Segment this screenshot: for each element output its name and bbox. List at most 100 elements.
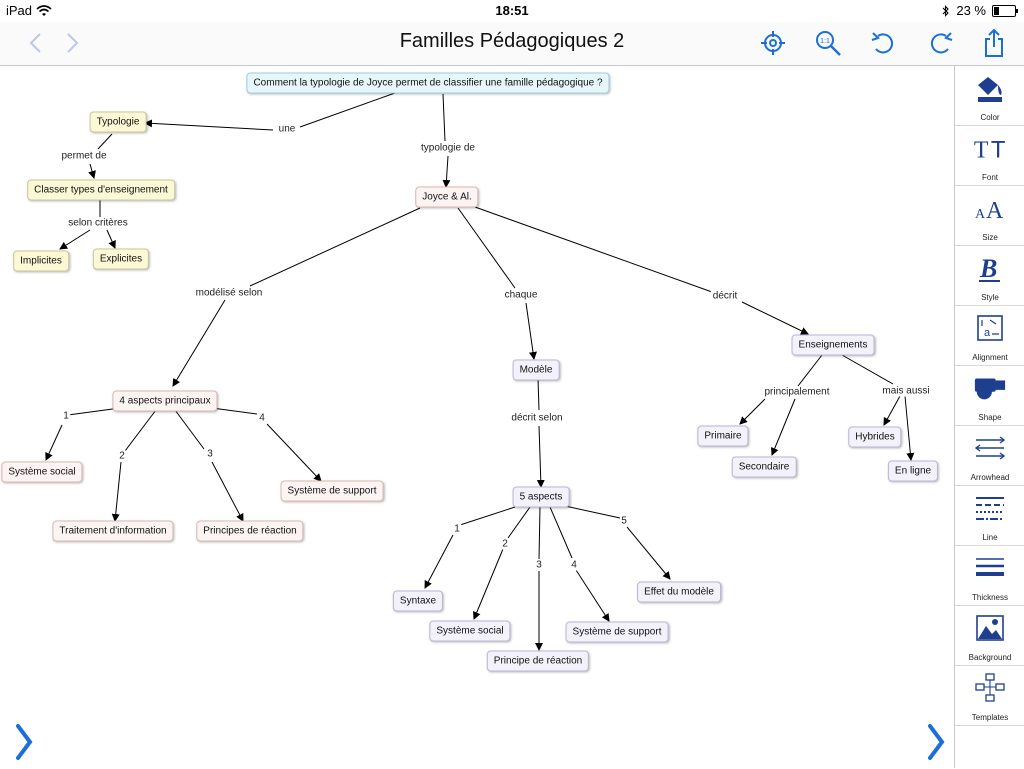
status-left: iPad: [6, 3, 52, 18]
thickness-tool-label: Thickness: [971, 593, 1008, 602]
concept-node-systeme-support[interactable]: Système de support: [280, 480, 384, 502]
style-tool-label: Style: [981, 293, 999, 302]
concept-node-joyce[interactable]: Joyce & Al.: [415, 186, 479, 208]
link-label-number[interactable]: 4: [570, 559, 578, 571]
thickness-tool[interactable]: Thickness: [955, 546, 1024, 606]
svg-text:T: T: [974, 137, 989, 162]
link-label-number[interactable]: 3: [206, 448, 214, 460]
concept-node-systeme-social[interactable]: Système social: [1, 461, 83, 483]
background-image-icon: [973, 612, 1007, 644]
link-label-decrit[interactable]: décrit: [710, 290, 740, 302]
format-sidebar: Color T T Font A A Size B Style: [954, 66, 1024, 768]
size-tool[interactable]: A A Size: [955, 186, 1024, 246]
paint-bucket-icon: [973, 72, 1007, 104]
forward-button[interactable]: [56, 26, 90, 60]
crosshair-icon: [761, 31, 785, 55]
concept-node-systeme-support[interactable]: Système de support: [565, 621, 669, 643]
status-bar: iPad 18:51 23 %: [0, 0, 1024, 22]
alignment-icon: a: [973, 312, 1007, 344]
concept-node-4-aspects[interactable]: 4 aspects principaux: [112, 390, 218, 412]
link-label-number[interactable]: 1: [453, 523, 461, 535]
line-tool[interactable]: Line: [955, 486, 1024, 546]
redo-button[interactable]: [923, 26, 957, 60]
templates-tool-label: Templates: [971, 713, 1009, 722]
device-label: iPad: [6, 3, 33, 18]
svg-text:A: A: [986, 198, 1004, 222]
link-label-mais-aussi[interactable]: mais aussi: [880, 385, 932, 397]
concept-node-secondaire[interactable]: Secondaire: [731, 456, 797, 478]
undo-button[interactable]: [867, 26, 901, 60]
link-label-number[interactable]: 3: [535, 559, 543, 571]
concept-node-en-ligne[interactable]: En ligne: [887, 460, 939, 482]
concept-node-principes[interactable]: Principes de réaction: [196, 520, 304, 542]
chevron-right-icon: [16, 724, 33, 760]
share-button[interactable]: [977, 26, 1011, 60]
concept-node-hybrides[interactable]: Hybrides: [848, 426, 902, 448]
link-label-number[interactable]: 4: [258, 412, 266, 424]
alignment-tool-label: Alignment: [972, 353, 1008, 362]
concept-node-classer[interactable]: Classer types d'enseignement: [27, 179, 175, 201]
templates-tool[interactable]: Templates: [955, 666, 1024, 726]
concept-node-implicites[interactable]: Implicites: [13, 250, 69, 272]
link-label-une[interactable]: une: [276, 123, 298, 135]
undo-icon: [871, 32, 894, 54]
line-style-icon: [973, 492, 1007, 524]
font-tool[interactable]: T T Font: [955, 126, 1024, 186]
thickness-icon: [973, 552, 1007, 584]
shape-tool[interactable]: Shape: [955, 366, 1024, 426]
share-icon: [985, 28, 1003, 57]
concept-node-explicites[interactable]: Explicites: [92, 248, 150, 270]
concept-node-primaire[interactable]: Primaire: [697, 425, 749, 447]
concept-node-modele[interactable]: Modèle: [512, 359, 560, 381]
svg-text:1:1: 1:1: [820, 38, 830, 45]
link-label-number[interactable]: 5: [620, 515, 628, 527]
concept-node-typologie[interactable]: Typologie: [89, 111, 147, 133]
zoom-actual-size-button[interactable]: 1:1: [811, 26, 845, 60]
templates-icon: [973, 672, 1007, 704]
link-label-selon-criteres[interactable]: selon critères: [66, 217, 130, 229]
arrowhead-icon: [973, 432, 1007, 464]
center-map-button[interactable]: [756, 26, 790, 60]
alignment-tool[interactable]: a Alignment: [955, 306, 1024, 366]
arrowhead-tool[interactable]: Arrowhead: [955, 426, 1024, 486]
next-page-arrow[interactable]: [920, 720, 950, 764]
size-tool-label: Size: [982, 233, 998, 242]
concept-node-traitement[interactable]: Traitement d'information: [52, 520, 174, 542]
link-label-permet-de[interactable]: permet de: [59, 150, 109, 162]
link-label-principalement[interactable]: principalement: [762, 386, 832, 398]
link-label-number[interactable]: 1: [62, 410, 70, 422]
link-label-modelise-selon[interactable]: modélisé selon: [193, 287, 265, 299]
font-tool-label: Font: [981, 173, 998, 182]
concept-node-syntaxe[interactable]: Syntaxe: [392, 590, 444, 612]
status-right: 23 %: [942, 3, 1018, 18]
text-size-icon: A A: [973, 192, 1007, 224]
status-time: 18:51: [495, 3, 529, 18]
concept-node-5-aspects[interactable]: 5 aspects: [512, 486, 570, 508]
svg-text:B: B: [979, 254, 997, 283]
concept-node-principe-reaction[interactable]: Principe de réaction: [486, 650, 590, 672]
line-tool-label: Line: [982, 533, 998, 542]
concept-map-canvas[interactable]: une typologie de permet de selon critère…: [0, 66, 953, 768]
font-icon: T T: [973, 132, 1007, 164]
arrowhead-tool-label: Arrowhead: [970, 473, 1010, 482]
background-tool[interactable]: Background: [955, 606, 1024, 666]
style-tool[interactable]: B Style: [955, 246, 1024, 306]
previous-page-arrow[interactable]: [8, 720, 38, 764]
back-button[interactable]: [18, 26, 52, 60]
battery-percent: 23 %: [956, 3, 986, 18]
wifi-icon: [36, 4, 52, 16]
color-tool[interactable]: Color: [955, 66, 1024, 126]
concept-node-systeme-social[interactable]: Système social: [429, 620, 511, 642]
link-label-typologie-de[interactable]: typologie de: [419, 142, 477, 154]
link-label-decrit-selon[interactable]: décrit selon: [509, 412, 565, 424]
concept-node-question[interactable]: Comment la typologie de Joyce permet de …: [246, 72, 610, 94]
link-label-number[interactable]: 2: [118, 450, 126, 462]
bluetooth-icon: [942, 4, 950, 17]
link-label-number[interactable]: 2: [501, 538, 509, 550]
link-label-chaque[interactable]: chaque: [502, 289, 540, 301]
battery-icon: [992, 4, 1018, 17]
svg-text:A: A: [975, 207, 986, 222]
concept-node-enseignements[interactable]: Enseignements: [791, 334, 875, 356]
concept-node-effet[interactable]: Effet du modèle: [637, 581, 721, 603]
chevron-left-icon: [29, 33, 41, 53]
